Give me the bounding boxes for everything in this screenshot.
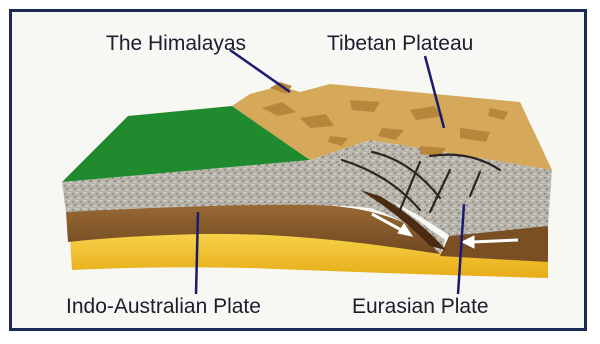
eurasian-plate-label: Eurasian Plate: [352, 296, 489, 317]
indo-australian-plate-label: Indo-Australian Plate: [66, 296, 261, 317]
tibetan-plateau-label: Tibetan Plateau: [327, 33, 473, 54]
arrow-left-icon: [472, 240, 518, 242]
himalayas-label: The Himalayas: [106, 33, 246, 54]
